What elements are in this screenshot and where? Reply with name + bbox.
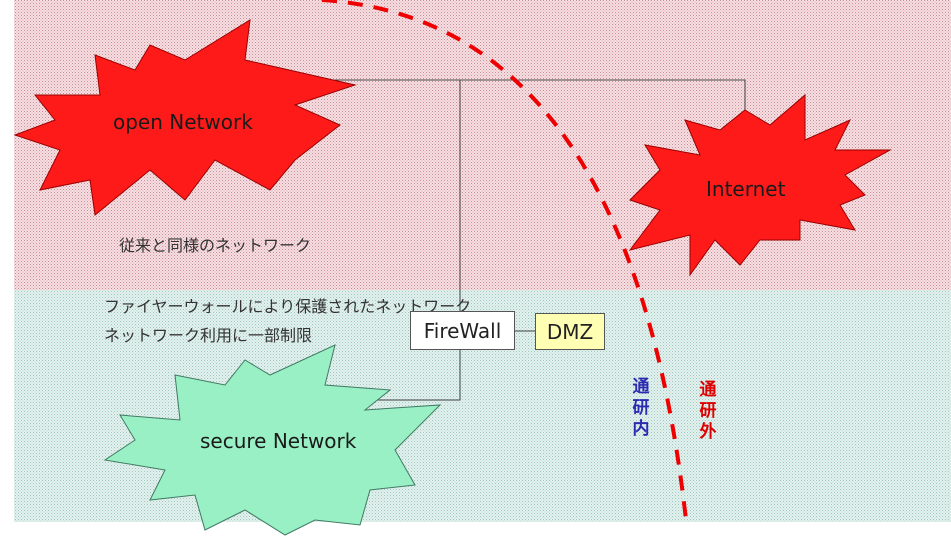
internet-burst (628, 93, 892, 277)
open-zone-caption: 従来と同様のネットワーク (119, 236, 312, 255)
secure-zone-caption-2: ネットワーク利用に一部制限 (104, 326, 313, 345)
outside-institute-label: 通研外 (699, 380, 717, 442)
open-network-burst (13, 19, 357, 216)
secure-network-label: secure Network (200, 429, 357, 453)
firewall-node: FireWall (410, 311, 515, 350)
open-network-label: open Network (113, 110, 253, 134)
dmz-label: DMZ (546, 319, 594, 344)
inside-institute-label: 通研内 (632, 377, 650, 439)
secure-network-burst (103, 344, 442, 536)
dmz-node: DMZ (535, 313, 605, 350)
firewall-label: FireWall (423, 318, 502, 343)
connector-open-to-internet (250, 79, 746, 110)
institute-boundary-line (321, 0, 688, 521)
secure-zone-caption-1: ファイヤーウォールにより保護されたネットワーク (104, 297, 472, 316)
internet-label: Internet (706, 177, 786, 201)
